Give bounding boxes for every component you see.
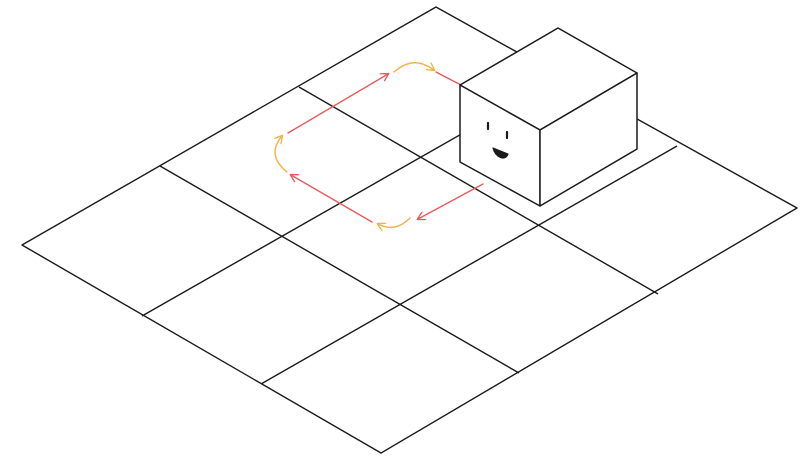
move-arrow-4-segment <box>436 72 461 85</box>
move-arrow-2 <box>291 175 372 222</box>
movement-path <box>275 63 483 228</box>
grid-outline <box>22 7 797 453</box>
smiling-cube-icon <box>460 28 637 206</box>
grid-line-a2 <box>261 146 677 384</box>
turn-arrow-1 <box>378 218 410 227</box>
move-arrow-1 <box>418 184 483 219</box>
turn-arrow-3 <box>394 63 434 72</box>
grid-board <box>22 7 797 453</box>
turn-arrow-2 <box>275 136 287 172</box>
grid-line-b1 <box>160 166 519 373</box>
